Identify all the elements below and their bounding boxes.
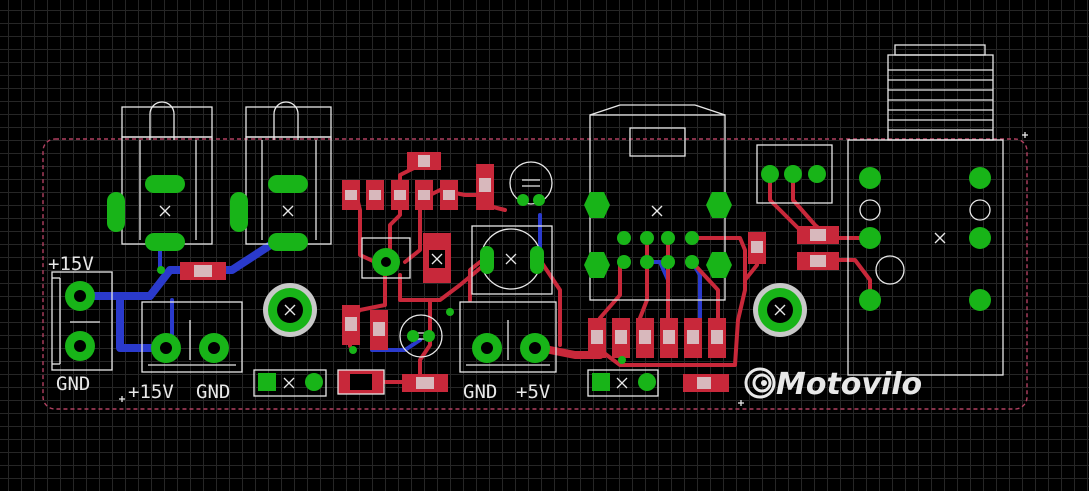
smd-r15 <box>660 318 678 358</box>
label-gnd-left: GND <box>56 373 90 395</box>
antenna-connector[interactable] <box>847 44 1004 376</box>
origin-markers <box>119 132 1028 406</box>
usb-connector[interactable] <box>589 104 726 301</box>
terminal-block-15v[interactable] <box>141 301 243 373</box>
diode-upper[interactable] <box>423 233 451 283</box>
smd-led <box>683 374 729 392</box>
smd-r3 <box>391 180 409 210</box>
capacitor-bottom[interactable] <box>399 314 443 358</box>
smd-r8 <box>180 262 226 280</box>
mounting-hole-right <box>753 283 807 337</box>
through-hole-pads <box>65 165 991 391</box>
vias <box>157 266 872 364</box>
smd-r18 <box>748 232 766 264</box>
label-gnd-mid: GND <box>196 381 230 403</box>
smd-r13 <box>612 318 630 358</box>
smd-r20 <box>797 252 839 270</box>
smd-r12 <box>588 318 606 358</box>
smd-r10 <box>370 310 388 350</box>
smd-r4 <box>415 180 433 210</box>
connector-threads <box>888 69 993 131</box>
capacitor-top[interactable] <box>509 161 553 205</box>
smd-r7 <box>476 164 494 210</box>
label-plus5v: +5V <box>516 381 550 403</box>
mounting-hole-left <box>263 283 317 337</box>
label-gnd-right: GND <box>463 381 497 403</box>
terminal-block-5v[interactable] <box>459 301 557 373</box>
smd-r14 <box>636 318 654 358</box>
ic-chip[interactable] <box>361 237 411 279</box>
header-3pin[interactable] <box>756 144 833 204</box>
label-plus15v-left: +15V <box>48 253 94 275</box>
smd-r9 <box>342 305 360 345</box>
smd-r17 <box>708 318 726 358</box>
smd-r11 <box>402 374 448 392</box>
label-plus15v-bottom: +15V <box>128 381 174 403</box>
logo-text: Motovilo <box>776 367 922 402</box>
diode-lower[interactable] <box>337 369 385 395</box>
smd-r6 <box>407 152 441 170</box>
smd-r2 <box>366 180 384 210</box>
smd-r16 <box>684 318 702 358</box>
motovilo-logo: Motovilo <box>744 367 922 402</box>
terminal-block-input[interactable] <box>51 271 113 371</box>
regulator-2[interactable] <box>245 101 332 245</box>
smd-r1 <box>342 180 360 210</box>
board-outline <box>42 138 1028 410</box>
regulator-1[interactable] <box>121 101 213 245</box>
smd-r19 <box>797 226 839 244</box>
jumper-right[interactable] <box>587 369 659 397</box>
jumper-left[interactable] <box>253 369 327 397</box>
smd-components <box>180 152 839 392</box>
smd-r5 <box>440 180 458 210</box>
